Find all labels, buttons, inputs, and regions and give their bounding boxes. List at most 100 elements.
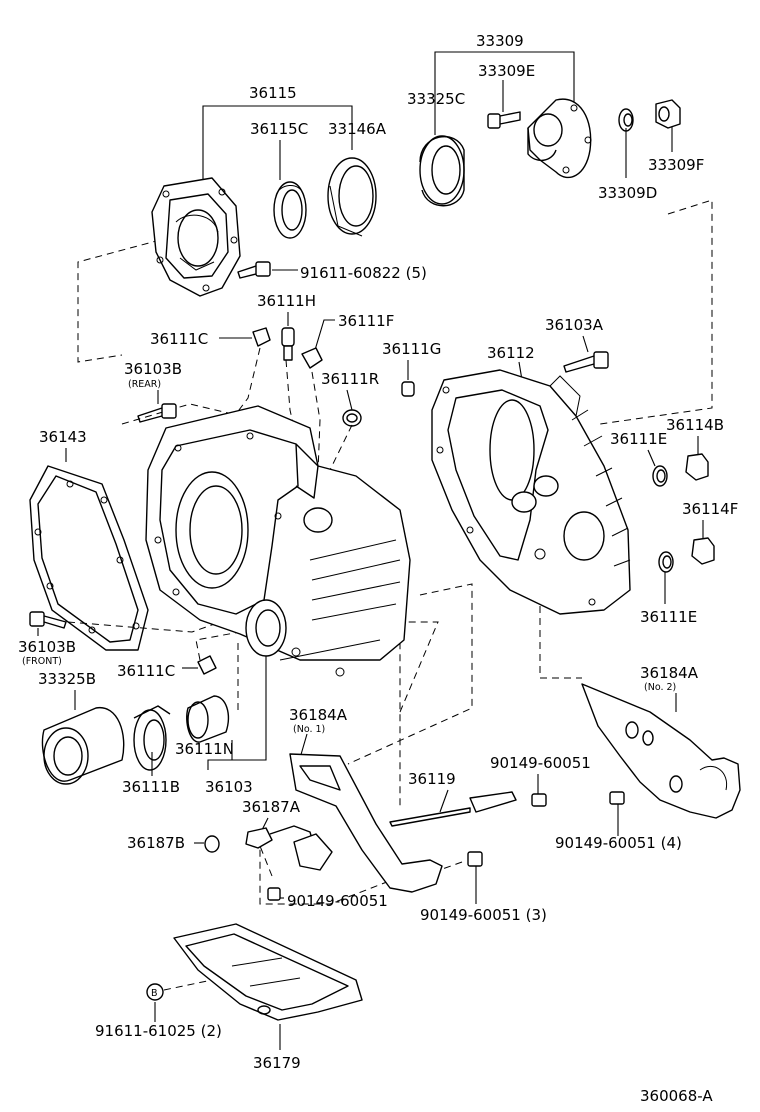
part-36187a-sensor: [245, 825, 333, 871]
label-90149-60051-d: 90149-60051 (3): [420, 906, 547, 924]
leader-33309: [434, 51, 575, 135]
leader-lines: [37, 51, 704, 1050]
part-91611-61025-drain: B: [146, 983, 164, 1001]
part-36115c-seal: [273, 181, 307, 239]
label-36184a-no1: 36184A: [289, 706, 348, 724]
part-36103b-rear-bolt: [137, 403, 177, 423]
part-labels: 33309 33309E 33325C 36115 36115C 33146A …: [18, 32, 738, 1105]
label-36119: 36119: [408, 770, 456, 788]
label-33325c: 33325C: [407, 90, 465, 108]
part-36114f-plug: [691, 537, 715, 565]
label-36111b: 36111B: [122, 778, 180, 796]
part-36103-front-case: [145, 405, 411, 677]
part-36111c-bot-plug: [197, 655, 217, 675]
diagram-code: 360068-A: [640, 1087, 713, 1105]
part-36103a-bolt: [563, 351, 609, 373]
part-36103b-front-bolt: [29, 611, 67, 629]
label-36112: 36112: [487, 344, 535, 362]
dash-36111c-bot: [195, 631, 241, 661]
leader-36119: [439, 789, 449, 813]
dash-hub-to-case: [599, 199, 713, 425]
dash-36119: [399, 621, 439, 808]
dash-pan-bolt: [163, 979, 213, 991]
part-36184a-no1-protector: [289, 753, 443, 893]
label-36103a: 36103A: [545, 316, 604, 334]
label-33325b: 33325B: [38, 670, 96, 688]
label-36115: 36115: [249, 84, 297, 102]
label-36103b-rear: 36103B: [124, 360, 182, 378]
part-33325b-bearing: [41, 707, 125, 785]
part-36184a-no2-protector: [581, 683, 741, 819]
part-36111e-bot-washer: [658, 551, 674, 573]
leader-36111r: [346, 389, 353, 411]
label-36111c-top: 36111C: [150, 330, 208, 348]
label-33309d: 33309D: [598, 184, 657, 202]
part-33309e-bolt: [487, 111, 521, 129]
leader-36115: [202, 105, 353, 182]
part-36111e-top-washer: [652, 465, 668, 487]
part-91611-60822-bolt: [237, 261, 271, 279]
part-36143-gasket: [29, 465, 149, 651]
label-36114b: 36114B: [666, 416, 724, 434]
part-36111n-bushing: [186, 695, 230, 743]
label-33309e: 33309E: [478, 62, 535, 80]
dash-36111f: [311, 371, 321, 473]
part-36111r-seal: [342, 409, 362, 427]
part-36111c-top-plug: [252, 327, 271, 347]
part-33309-hub: [527, 98, 592, 178]
leader-36111f: [314, 319, 335, 351]
dash-sensor-bolt: [259, 845, 393, 905]
part-36111g-pin: [401, 381, 415, 397]
label-36111f: 36111F: [338, 312, 394, 330]
dash-36184a-no1: [347, 583, 473, 765]
part-33325c-bearing: [419, 135, 465, 207]
label-36111n: 36111N: [175, 740, 234, 758]
label-91611-60822: 91611-60822 (5): [300, 264, 427, 282]
label-no2-note: (No. 2): [644, 682, 676, 693]
label-91611-61025: 91611-61025 (2): [95, 1022, 222, 1040]
label-36179: 36179: [253, 1054, 301, 1072]
label-36111g: 36111G: [382, 340, 441, 358]
part-36119-rod: [389, 791, 517, 827]
label-no1-note: (No. 1): [293, 724, 325, 735]
label-rear-note: (REAR): [128, 379, 161, 390]
part-36187b-oring: [204, 835, 220, 853]
label-36187b: 36187B: [127, 834, 185, 852]
part-36111b-seal: [133, 705, 171, 771]
label-33309: 33309: [476, 32, 524, 50]
label-33146a: 33146A: [328, 120, 387, 138]
part-90149-bolts: [267, 791, 625, 901]
leader-36103a: [582, 335, 589, 353]
label-36111h: 36111H: [257, 292, 316, 310]
dash-36111h: [285, 359, 301, 455]
part-36114b-plug: [685, 453, 709, 481]
dash-36111c-top: [229, 347, 261, 423]
part-36115-cover: [151, 177, 241, 297]
label-36187a: 36187A: [242, 798, 301, 816]
label-36111c-bot: 36111C: [117, 662, 175, 680]
label-36111r: 36111R: [321, 370, 379, 388]
part-36111f-plug: [301, 347, 323, 369]
dash-cover-to-case: [77, 239, 161, 363]
part-33146a-ring: [327, 157, 377, 237]
label-33309f: 33309F: [648, 156, 704, 174]
label-36111e-bot: 36111E: [640, 608, 697, 626]
label-36114f: 36114F: [682, 500, 738, 518]
label-36103b-front: 36103B: [18, 638, 76, 656]
label-36115c: 36115C: [250, 120, 308, 138]
label-front-note: (FRONT): [22, 656, 62, 667]
part-36111h-breather: [281, 327, 295, 361]
label-90149-60051-a: 90149-60051: [490, 754, 591, 772]
leader-36111e-top: [647, 449, 656, 467]
part-36112-rear-case: [431, 369, 631, 615]
part-36179-oil-pan: [173, 923, 363, 1021]
circle-b-label: B: [151, 988, 158, 999]
label-36103: 36103: [205, 778, 253, 796]
label-36184a-no2: 36184A: [640, 664, 699, 682]
label-90149-60051-b: 90149-60051 (4): [555, 834, 682, 852]
part-33309d-washer: [618, 108, 634, 132]
label-36143: 36143: [39, 428, 87, 446]
leader-36103: [207, 640, 267, 770]
label-36111e-top: 36111E: [610, 430, 667, 448]
